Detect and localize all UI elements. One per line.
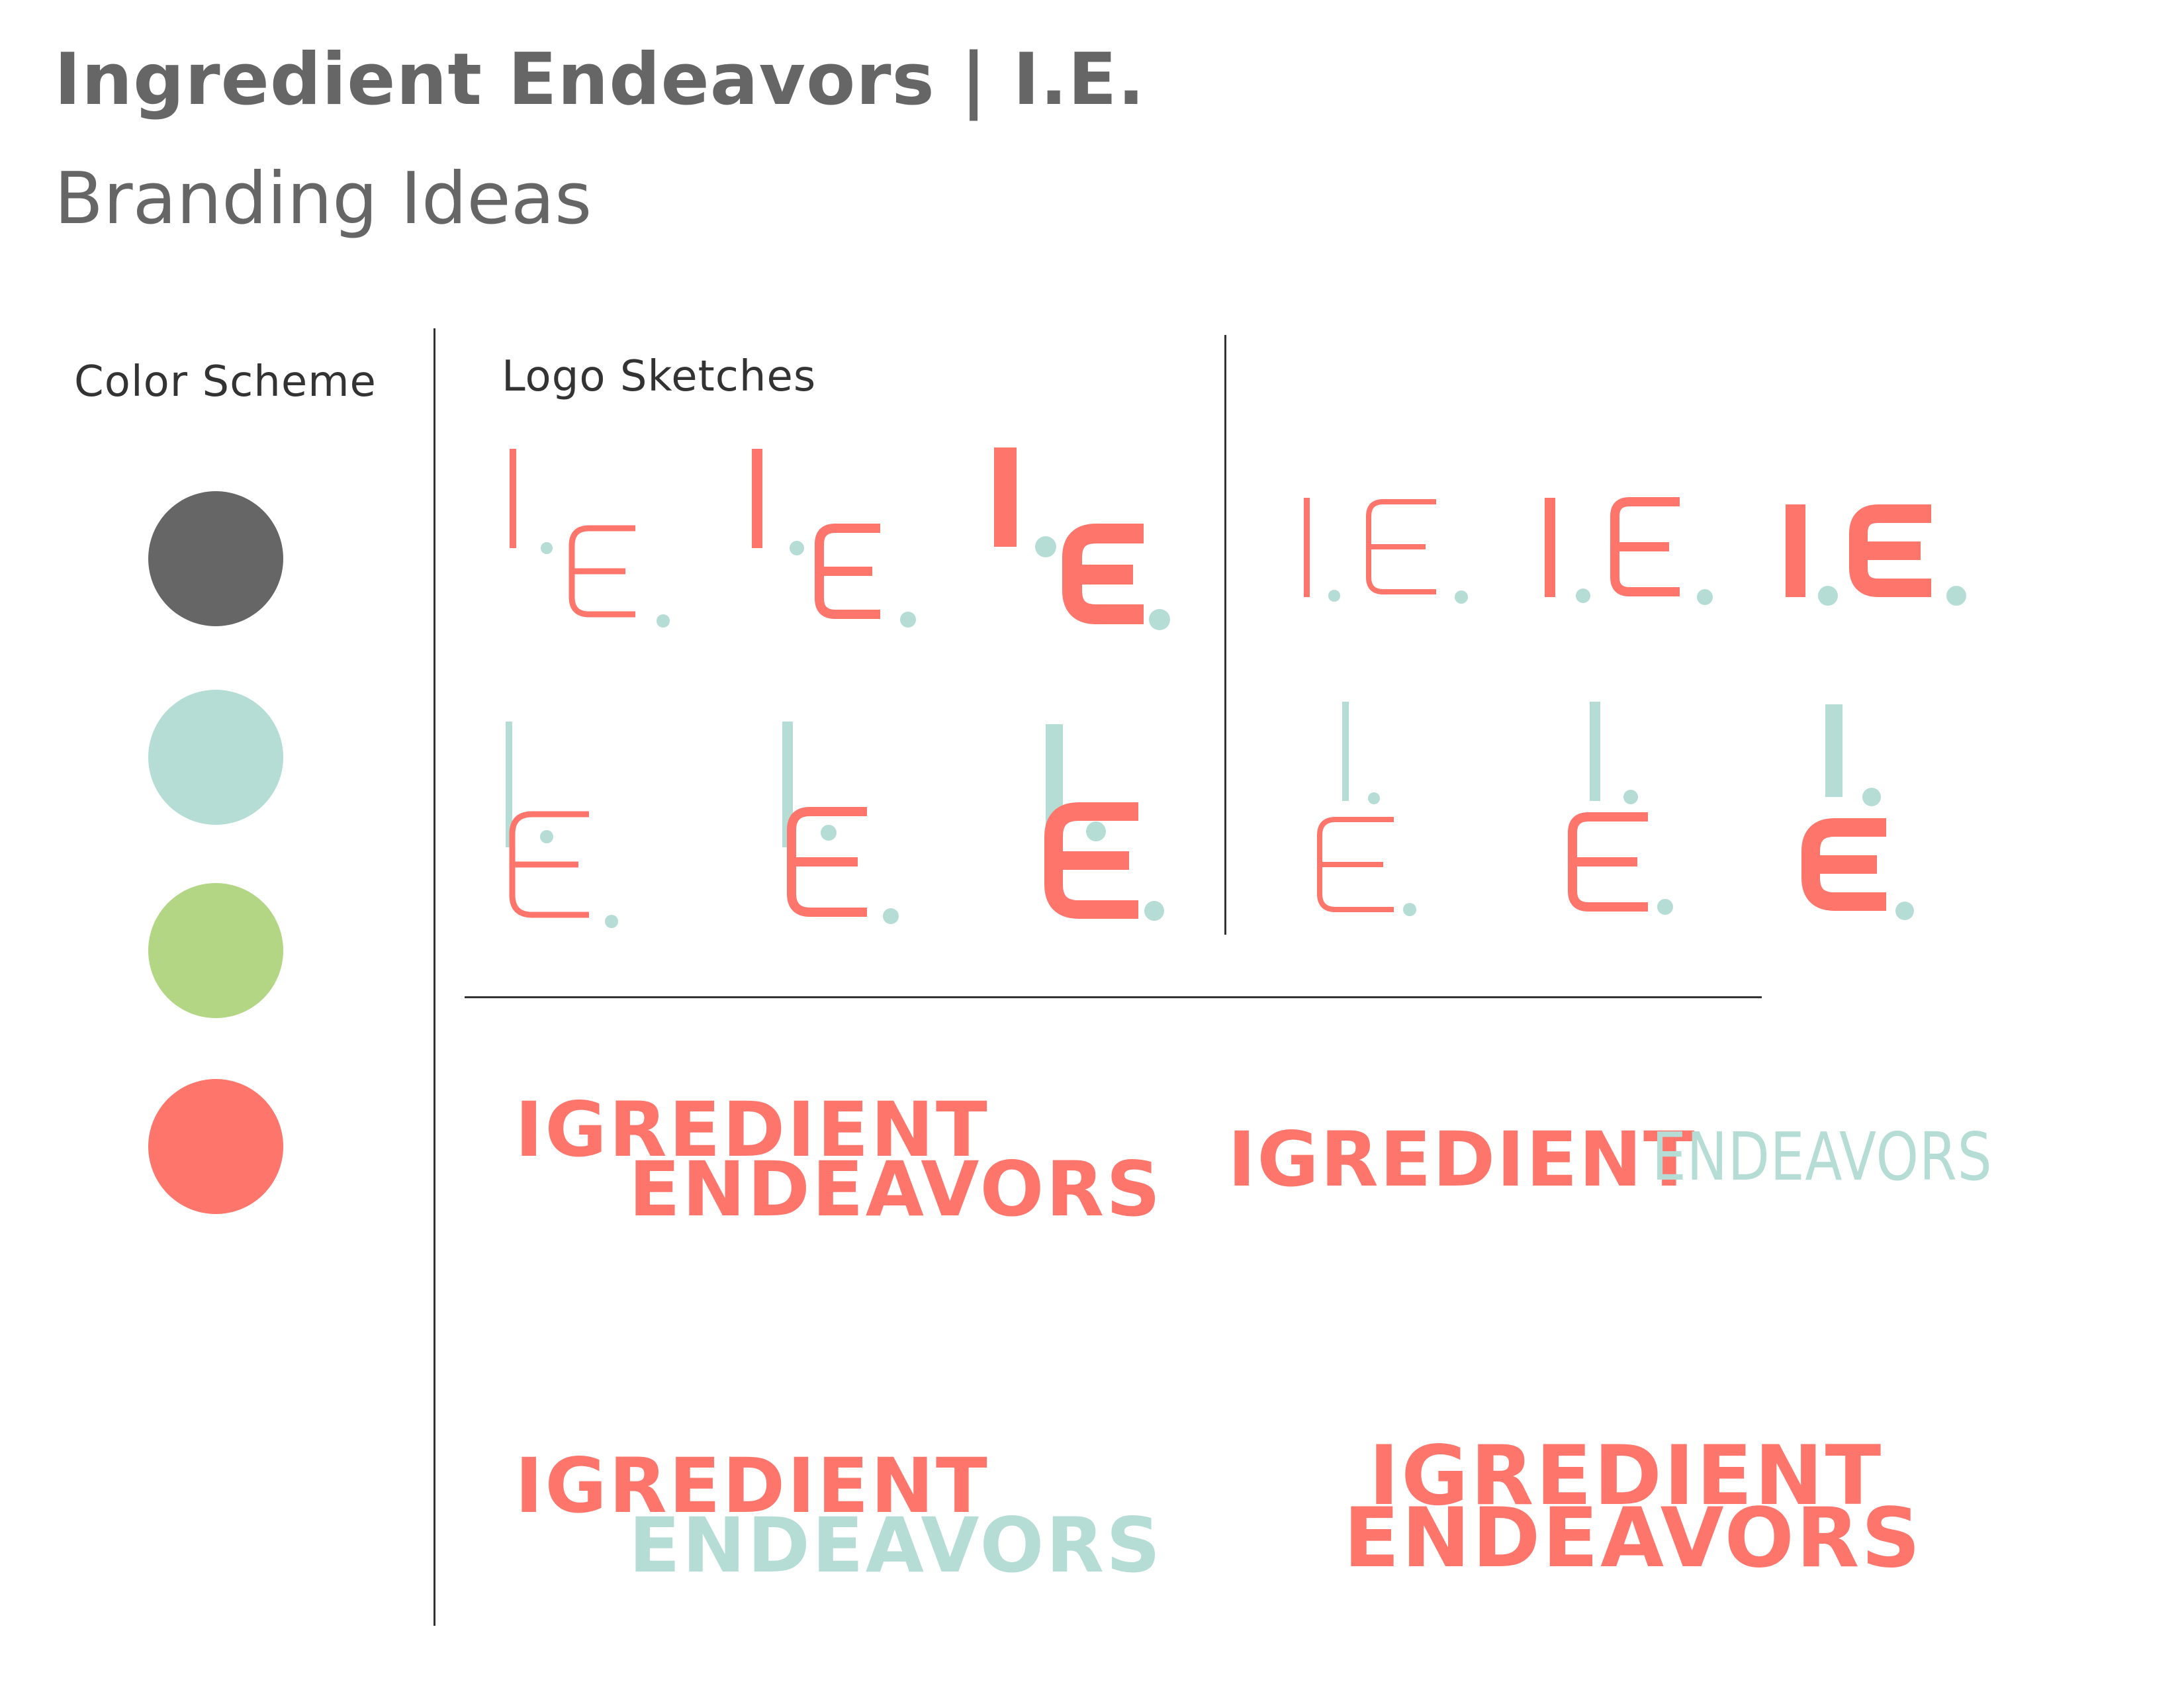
wordmark-offset-mixed-line2: ENDEAVORS <box>629 1501 1163 1589</box>
logo-sketch-stacked-regular <box>1568 702 1673 915</box>
swatch-coral <box>148 1079 283 1214</box>
logo-sketch-stacked-bold <box>1801 704 1914 920</box>
wordmark-offset-coral-line2: ENDEAVORS <box>629 1145 1163 1233</box>
wordmark-centered-line1: IGREDIENT <box>1369 1429 1884 1524</box>
wordmark-centered-line2: ENDEAVORS <box>1343 1491 1923 1586</box>
swatch-gray <box>148 491 283 626</box>
logo-sketch-stepped-regular <box>752 449 916 628</box>
logo-sketch-stacked-thin <box>1317 702 1416 916</box>
color-scheme-label: Color Scheme <box>74 357 377 406</box>
wordmark-inline-word1: IGREDIENT <box>1228 1115 1696 1203</box>
page-title: Ingredient Endeavors | I.E. <box>54 38 1146 121</box>
divider-vertical-middle <box>1224 335 1226 935</box>
logo-sketch-inline-thin <box>1304 498 1468 604</box>
logo-sketch-stepped-bold <box>994 447 1170 630</box>
logo-sketch-inline-regular <box>1545 497 1713 605</box>
wordmark-offset-coral-line1: IGREDIENT <box>515 1086 989 1174</box>
logo-sketch-overlap-bold <box>1044 724 1164 921</box>
divider-horizontal <box>465 996 1762 998</box>
logo-sketch-inline-bold <box>1786 504 1966 606</box>
swatch-green <box>148 883 283 1018</box>
wordmark-inline-word2: ENDEAVORS <box>1652 1118 1993 1196</box>
wordmark-offset-mixed-line1: IGREDIENT <box>515 1442 989 1530</box>
logo-sketches-label: Logo Sketches <box>502 352 817 401</box>
logo-sketch-overlap-thin <box>506 722 618 928</box>
logo-sketch-overlap-regular <box>782 722 899 924</box>
logo-sketch-stepped-thin <box>510 449 670 628</box>
divider-vertical-left <box>433 328 435 1626</box>
page-subtitle: Branding Ideas <box>54 158 592 240</box>
swatch-mint <box>148 690 283 825</box>
